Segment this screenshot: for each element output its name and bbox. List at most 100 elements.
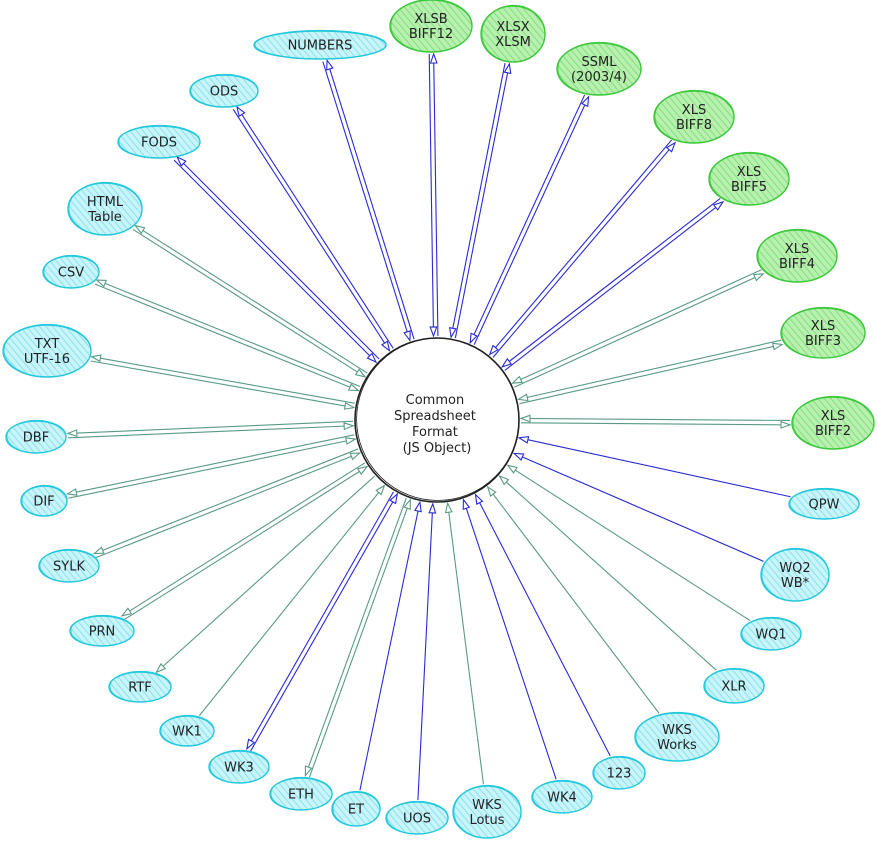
edge-wq1 xyxy=(506,464,751,621)
arrowhead-to-center xyxy=(403,330,411,343)
edge-biff8 xyxy=(488,139,677,358)
arrowhead-to-center xyxy=(414,500,422,513)
node-shape-sketch xyxy=(332,790,381,827)
arrowhead-to-center xyxy=(506,464,518,474)
arrowhead-to-center xyxy=(519,414,531,423)
node-label-line: PRN xyxy=(89,625,116,640)
node-label-line: TXT xyxy=(34,337,60,352)
arrowhead-to-format xyxy=(155,662,167,674)
node-label-line: SYLK xyxy=(53,560,85,575)
edge-htmltable xyxy=(132,224,368,378)
node-n123: 123 xyxy=(592,755,646,790)
node-label-line: XLR xyxy=(721,680,746,695)
node-label-line: ET xyxy=(348,803,364,818)
edge-line-to-center xyxy=(67,425,354,439)
edge-line-to-center xyxy=(428,54,435,337)
edge-line-to-center xyxy=(513,452,764,562)
edge-line-to-format xyxy=(304,498,407,776)
edge-eth xyxy=(304,498,411,778)
node-shape-sketch xyxy=(532,779,593,814)
arrowhead-to-format xyxy=(65,488,78,496)
edge-line-to-format xyxy=(473,96,590,345)
edge-line-to-center xyxy=(487,486,660,714)
node-ssml: SSML(2003/4) xyxy=(556,41,642,96)
edge-line-to-center xyxy=(68,438,356,499)
edge-line-to-center xyxy=(250,493,398,752)
edge-line-to-format xyxy=(94,448,359,555)
node-shape-sketch xyxy=(453,784,522,839)
node-shape-sketch xyxy=(481,4,546,63)
node-shape-sketch xyxy=(792,395,875,450)
node-label-line: 123 xyxy=(607,767,632,782)
node-label: WQ1 xyxy=(755,628,786,643)
edge-line-to-center xyxy=(462,499,557,780)
edge-line-to-center xyxy=(501,198,721,368)
node-shape-sketch xyxy=(741,616,802,651)
edge-qpw xyxy=(517,435,791,498)
node-label-line: BIFF5 xyxy=(731,180,767,195)
node-label-line: BIFF4 xyxy=(779,257,815,272)
edge-line-to-center xyxy=(518,339,782,400)
edge-wkslotus xyxy=(444,501,484,785)
node-label-line: UTF-16 xyxy=(24,352,70,367)
node-label: DBF xyxy=(23,431,49,446)
arrowhead-to-format xyxy=(665,141,677,153)
edge-line-to-format xyxy=(504,201,724,371)
arrowhead-to-format xyxy=(304,765,313,778)
node-label: SSML(2003/4) xyxy=(571,55,627,85)
edge-line-to-center xyxy=(132,228,366,378)
node-shape-sketch xyxy=(709,151,790,206)
edge-line-to-center xyxy=(322,61,411,341)
node-label: DIF xyxy=(33,495,54,510)
node-label-line: WK3 xyxy=(224,761,254,776)
node-shape-sketch xyxy=(654,89,735,144)
node-label: UOS xyxy=(403,812,431,827)
node-label-line: BIFF3 xyxy=(805,334,841,349)
edge-line-to-center xyxy=(90,360,354,409)
edge-wk1 xyxy=(198,484,386,716)
edge-fods xyxy=(173,155,380,364)
arrowhead-to-center xyxy=(356,465,369,476)
node-label-line: WQ1 xyxy=(755,628,786,643)
edge-biff4 xyxy=(511,269,765,388)
node-label-line: ODS xyxy=(210,85,239,100)
node-label: NUMBERS xyxy=(288,39,353,54)
edge-uos xyxy=(417,502,437,801)
edge-wq2 xyxy=(512,452,764,562)
edge-rtf xyxy=(155,475,375,674)
arrowhead-to-format xyxy=(236,105,246,118)
node-label: WK1 xyxy=(172,725,202,740)
arrowhead-to-center xyxy=(354,368,367,378)
node-label-line: WB* xyxy=(781,576,810,591)
edge-biff5 xyxy=(500,198,725,371)
edge-sylk xyxy=(92,448,362,559)
node-shape-sketch xyxy=(390,0,473,53)
node-label-line: QPW xyxy=(809,498,840,513)
node-label-line: HTML xyxy=(87,195,124,210)
node-shape-sketch xyxy=(6,419,67,454)
edge-prn xyxy=(120,462,369,621)
edge-ssml xyxy=(469,94,590,345)
edge-n123 xyxy=(474,493,611,757)
node-sylk: SYLK xyxy=(38,548,100,583)
center-label-line: Spreadsheet xyxy=(394,409,476,424)
node-ods: ODS xyxy=(189,73,259,108)
node-shape-sketch xyxy=(386,800,449,835)
